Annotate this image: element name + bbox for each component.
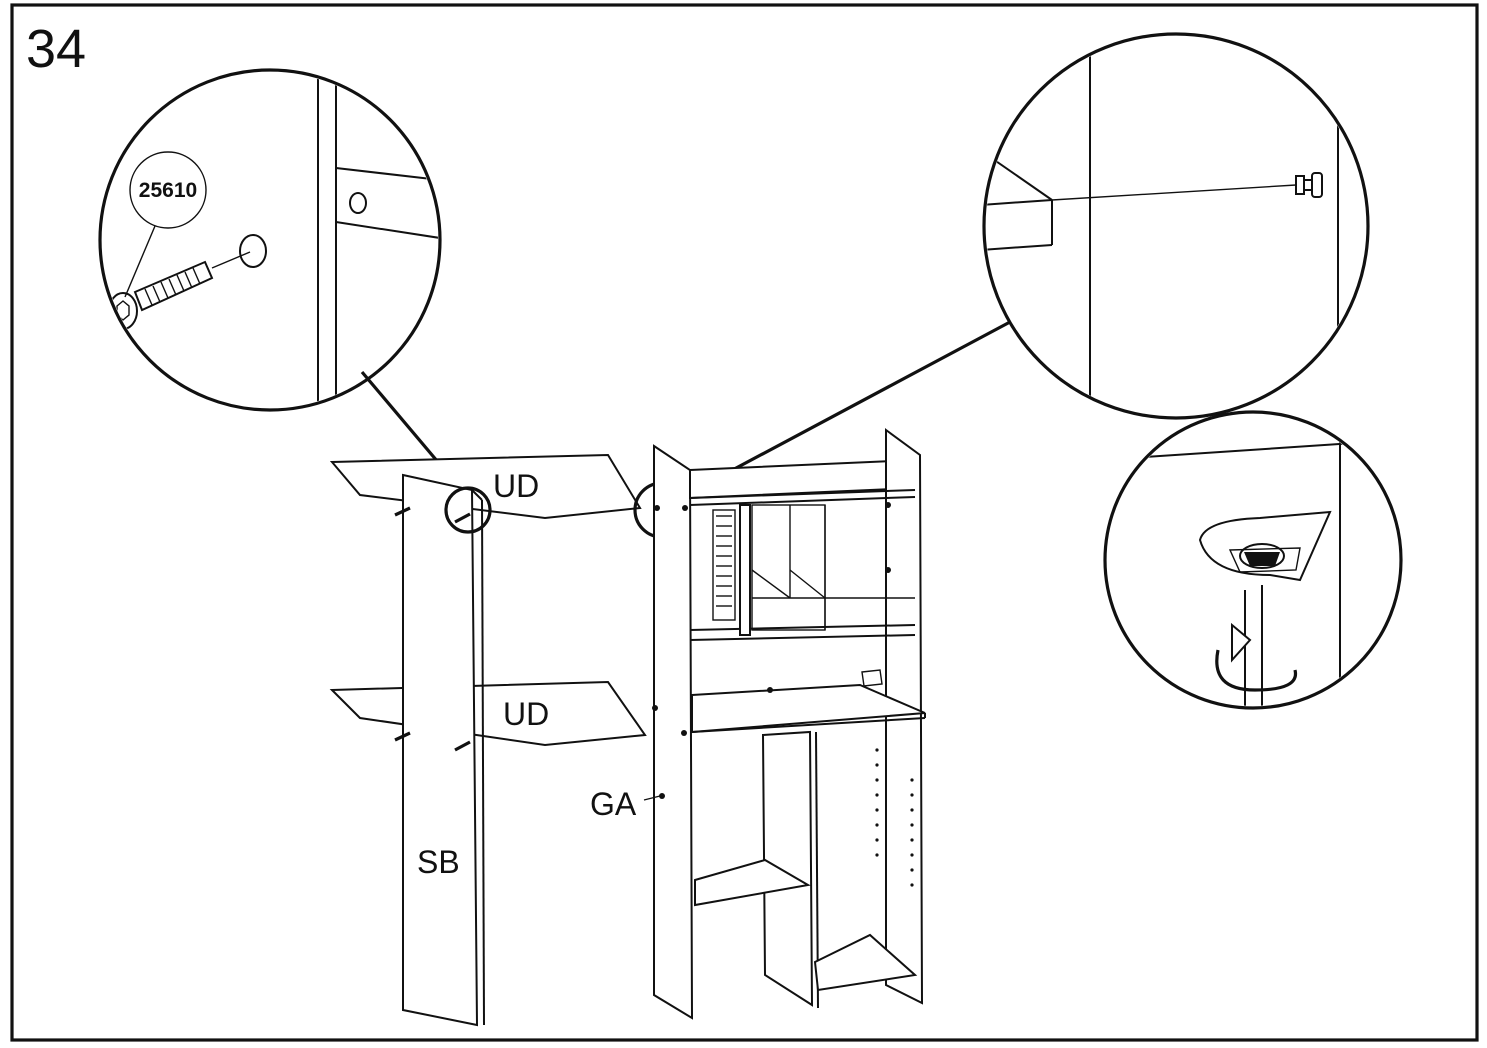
step-number: 34 [26, 19, 86, 79]
upper-corner-shelf [329, 453, 642, 520]
shelving-unit-drawing: UD UD SB GA [329, 428, 926, 1027]
side-board-panel [402, 473, 479, 1027]
detail-circle-right-bottom [1103, 410, 1403, 710]
lower-divider [761, 730, 814, 1007]
cam-dowel-icon [1295, 172, 1323, 198]
lower-left-shelf [694, 858, 811, 907]
rotate-arrow-icon [1215, 622, 1298, 692]
part-label-ga: GA [590, 786, 637, 822]
screw-icon [108, 234, 267, 330]
hardware-code-label: 25610 [139, 179, 197, 202]
zoom-marker-left [444, 486, 492, 534]
dowel-icon [394, 506, 471, 752]
detail-circle-right-top [982, 32, 1370, 420]
cabinet-right-side [885, 428, 924, 1005]
lower-corner-shelf [329, 680, 647, 747]
page-border [10, 3, 1479, 1042]
bottom-shelf [813, 933, 918, 992]
cabinet-top [689, 458, 916, 500]
detail-circle-left: 25610 [98, 68, 442, 412]
part-label-ud-lower: UD [503, 696, 549, 732]
part-label-ud-upper: UD [493, 468, 539, 504]
shelf-pin-holes [875, 748, 914, 887]
cd-rack [712, 509, 736, 621]
cam-lock-icon [1244, 552, 1280, 566]
part-label-sb: SB [417, 844, 460, 880]
hardware-code-balloon [129, 151, 207, 229]
gable-panel [653, 444, 694, 1020]
